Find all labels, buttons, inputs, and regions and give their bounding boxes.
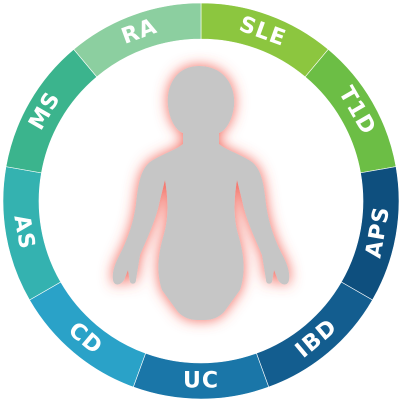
female-body-silhouette-icon [112, 66, 290, 320]
label-as: AS [8, 213, 39, 252]
segment-ra [73, 2, 202, 78]
label-uc: UC [183, 369, 219, 394]
